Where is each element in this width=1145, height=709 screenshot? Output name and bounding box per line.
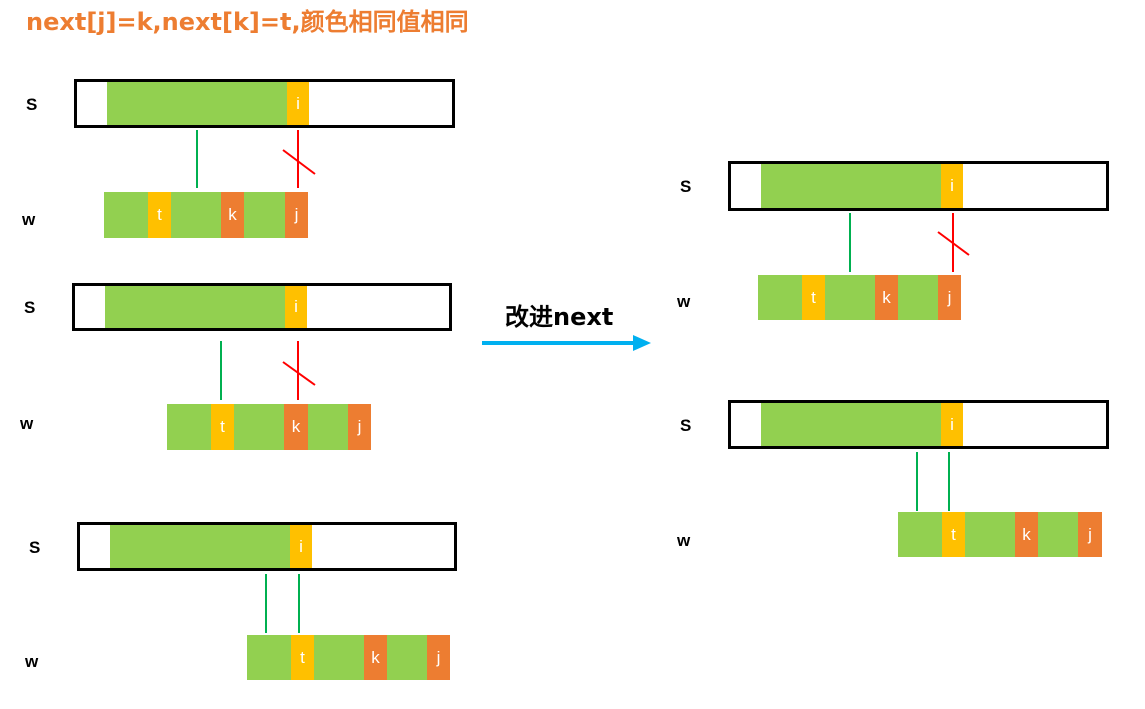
s-matched-segment	[107, 82, 287, 125]
s-label: S	[680, 177, 692, 196]
s-cell-i: i	[941, 403, 963, 446]
w-cell-k: k	[284, 404, 308, 450]
page-title: next[j]=k,next[k]=t,颜色相同值相同	[26, 8, 469, 36]
s-cell-i: i	[285, 286, 307, 328]
w-cell-t: t	[291, 635, 314, 680]
s-cell-i: i	[287, 82, 309, 125]
s-label: S	[29, 538, 41, 557]
match-line	[265, 574, 267, 633]
w-cell-k: k	[875, 275, 898, 320]
mismatch-cross	[937, 231, 970, 256]
w-cell-t: t	[148, 192, 171, 238]
mismatch-cross	[282, 361, 316, 386]
mismatch-line	[297, 130, 299, 188]
s-matched-segment	[110, 525, 290, 568]
w-pattern-bar	[758, 275, 961, 320]
w-pattern-bar	[167, 404, 371, 450]
s-label: S	[24, 298, 36, 317]
match-line	[916, 452, 918, 511]
w-cell-t: t	[802, 275, 825, 320]
w-label: w	[677, 292, 691, 311]
s-cell-i: i	[290, 525, 312, 568]
match-line	[948, 452, 950, 511]
mismatch-cross	[282, 149, 316, 175]
w-cell-j: j	[348, 404, 371, 450]
w-pattern-bar	[898, 512, 1102, 557]
match-line	[298, 574, 300, 633]
transform-arrow-head	[633, 335, 651, 351]
s-label: S	[26, 95, 38, 114]
match-line	[196, 130, 198, 188]
w-cell-k: k	[364, 635, 387, 680]
match-line	[849, 213, 851, 272]
w-label: w	[677, 531, 691, 550]
w-pattern-bar	[104, 192, 308, 238]
w-cell-t: t	[211, 404, 234, 450]
w-cell-k: k	[1015, 512, 1038, 557]
mismatch-line	[297, 341, 299, 400]
match-line	[220, 341, 222, 400]
w-label: w	[22, 210, 36, 229]
w-label: w	[25, 652, 39, 671]
w-cell-k: k	[221, 192, 244, 238]
s-matched-segment	[761, 403, 941, 446]
w-cell-j: j	[1078, 512, 1102, 557]
arrow-label: 改进next	[505, 303, 614, 331]
s-matched-segment	[761, 164, 941, 208]
w-label: w	[20, 414, 34, 433]
w-cell-j: j	[938, 275, 961, 320]
s-label: S	[680, 416, 692, 435]
w-pattern-bar	[247, 635, 450, 680]
w-cell-j: j	[285, 192, 308, 238]
s-matched-segment	[105, 286, 285, 328]
w-cell-j: j	[427, 635, 450, 680]
s-cell-i: i	[941, 164, 963, 208]
w-cell-t: t	[942, 512, 965, 557]
